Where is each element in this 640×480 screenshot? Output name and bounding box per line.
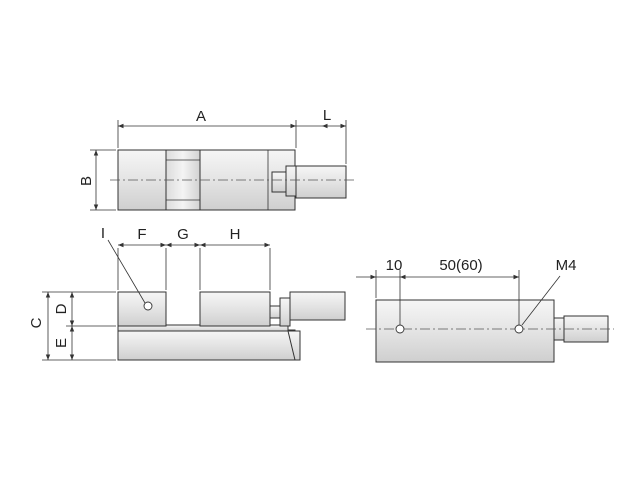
label-G: G xyxy=(177,226,189,243)
label-H: H xyxy=(230,226,241,243)
front-view-base xyxy=(117,329,296,361)
top-view-screw-handle xyxy=(295,165,347,199)
leader-M4 xyxy=(521,275,561,326)
label-M4: M4 xyxy=(556,257,577,274)
front-view-fixed-jaw xyxy=(117,291,167,327)
top-view: A L B xyxy=(78,107,356,211)
bottom-view-hole-right xyxy=(514,324,524,334)
label-E: E xyxy=(53,338,70,348)
bottom-view: 10 50(60) M4 xyxy=(356,257,614,363)
front-view-hole xyxy=(143,301,153,311)
label-10: 10 xyxy=(386,257,403,274)
front-view-movable-jaw xyxy=(199,291,271,327)
front-view-base-end xyxy=(287,330,301,361)
label-A: A xyxy=(196,108,206,125)
front-view-collar xyxy=(269,305,281,319)
bottom-view-hole-left xyxy=(395,324,405,334)
top-view-collar xyxy=(271,171,287,193)
bottom-view-body xyxy=(375,299,555,363)
label-L: L xyxy=(323,107,331,124)
front-view-hub xyxy=(279,297,291,327)
top-view-hub xyxy=(285,165,297,197)
label-B: B xyxy=(78,176,95,186)
front-view-screw-handle xyxy=(289,291,346,321)
label-50-60: 50(60) xyxy=(439,257,482,274)
label-F: F xyxy=(137,226,146,243)
leader-I xyxy=(107,239,146,304)
front-view: I F G H C D E xyxy=(28,225,346,361)
label-I: I xyxy=(101,225,105,242)
label-C: C xyxy=(28,317,45,328)
label-D: D xyxy=(53,303,70,314)
